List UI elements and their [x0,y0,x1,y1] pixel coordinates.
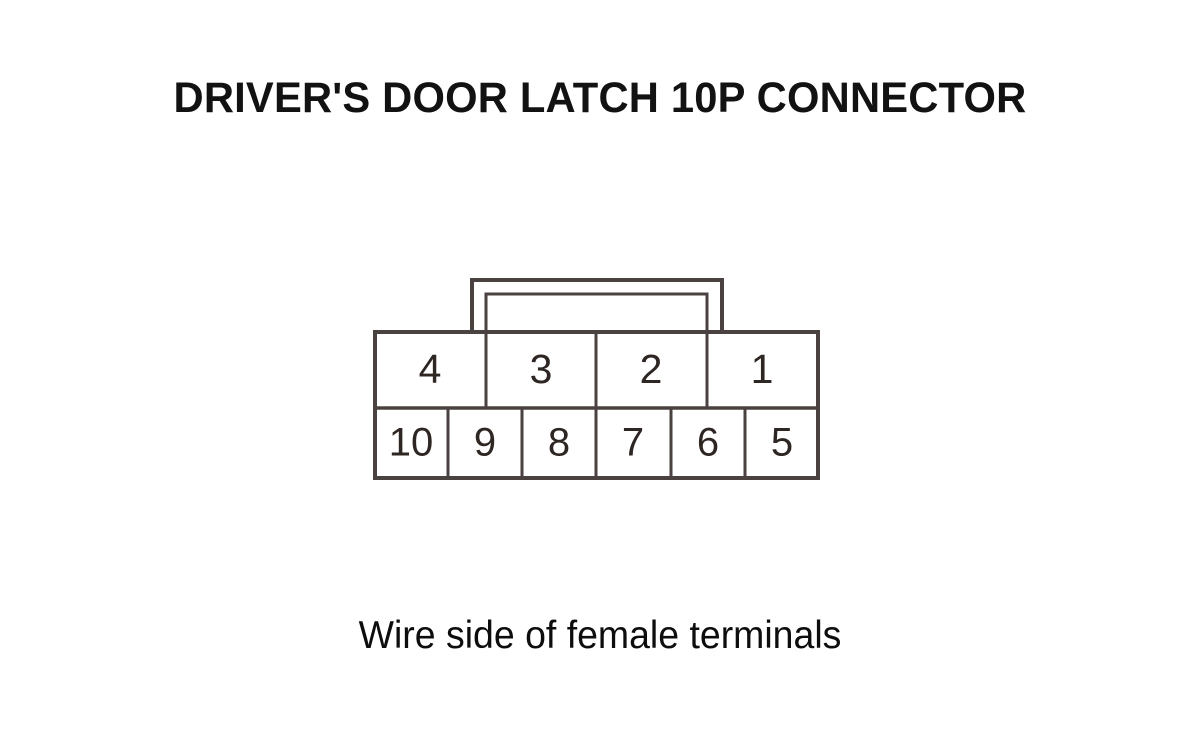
connector-tab-outer [470,278,724,337]
pin-label-8: 8 [548,421,570,465]
connector-tab-inner [484,292,709,337]
pin-label-7: 7 [622,421,644,465]
view-caption: Wire side of female terminals [358,614,842,657]
pin-label-5: 5 [771,421,793,465]
pin-label-9: 9 [474,421,496,465]
pin-label-6: 6 [697,421,719,465]
pin-label-4: 4 [419,346,442,392]
pin-label-2: 2 [640,346,663,392]
page-title: DRIVER'S DOOR LATCH 10P CONNECTOR [173,74,1027,122]
pin-label-1: 1 [751,346,774,392]
pin-label-10: 10 [389,421,434,465]
pin-label-3: 3 [530,346,553,392]
connector-illustration: 4 3 2 1 10 9 8 7 6 5 [360,265,840,495]
connector-svg: 4 3 2 1 10 9 8 7 6 5 [373,278,820,480]
